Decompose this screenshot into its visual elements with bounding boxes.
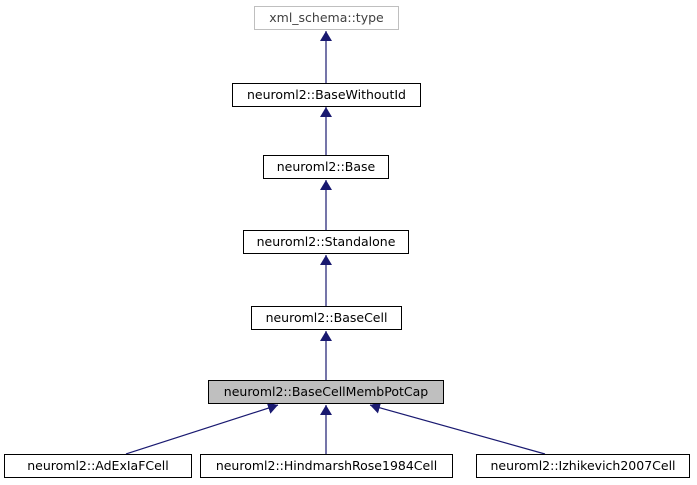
node-base-without-id[interactable]: neuroml2::BaseWithoutId [232, 83, 421, 107]
node-xml-schema-type: xml_schema::type [254, 6, 399, 30]
node-hindmarsh-rose-1984-cell[interactable]: neuroml2::HindmarshRose1984Cell [200, 454, 453, 478]
node-base-cell[interactable]: neuroml2::BaseCell [251, 306, 402, 330]
edge-adex-to-memb-pot-cap [125, 402, 279, 455]
edge-izhikevich-to-memb-pot-cap [369, 401, 546, 455]
node-standalone[interactable]: neuroml2::Standalone [243, 230, 409, 254]
node-izhikevich-2007-cell[interactable]: neuroml2::Izhikevich2007Cell [476, 454, 690, 478]
node-base-cell-memb-pot-cap: neuroml2::BaseCellMembPotCap [208, 380, 444, 404]
node-adex-iaf-cell[interactable]: neuroml2::AdExIaFCell [4, 454, 192, 478]
node-base[interactable]: neuroml2::Base [263, 155, 389, 179]
